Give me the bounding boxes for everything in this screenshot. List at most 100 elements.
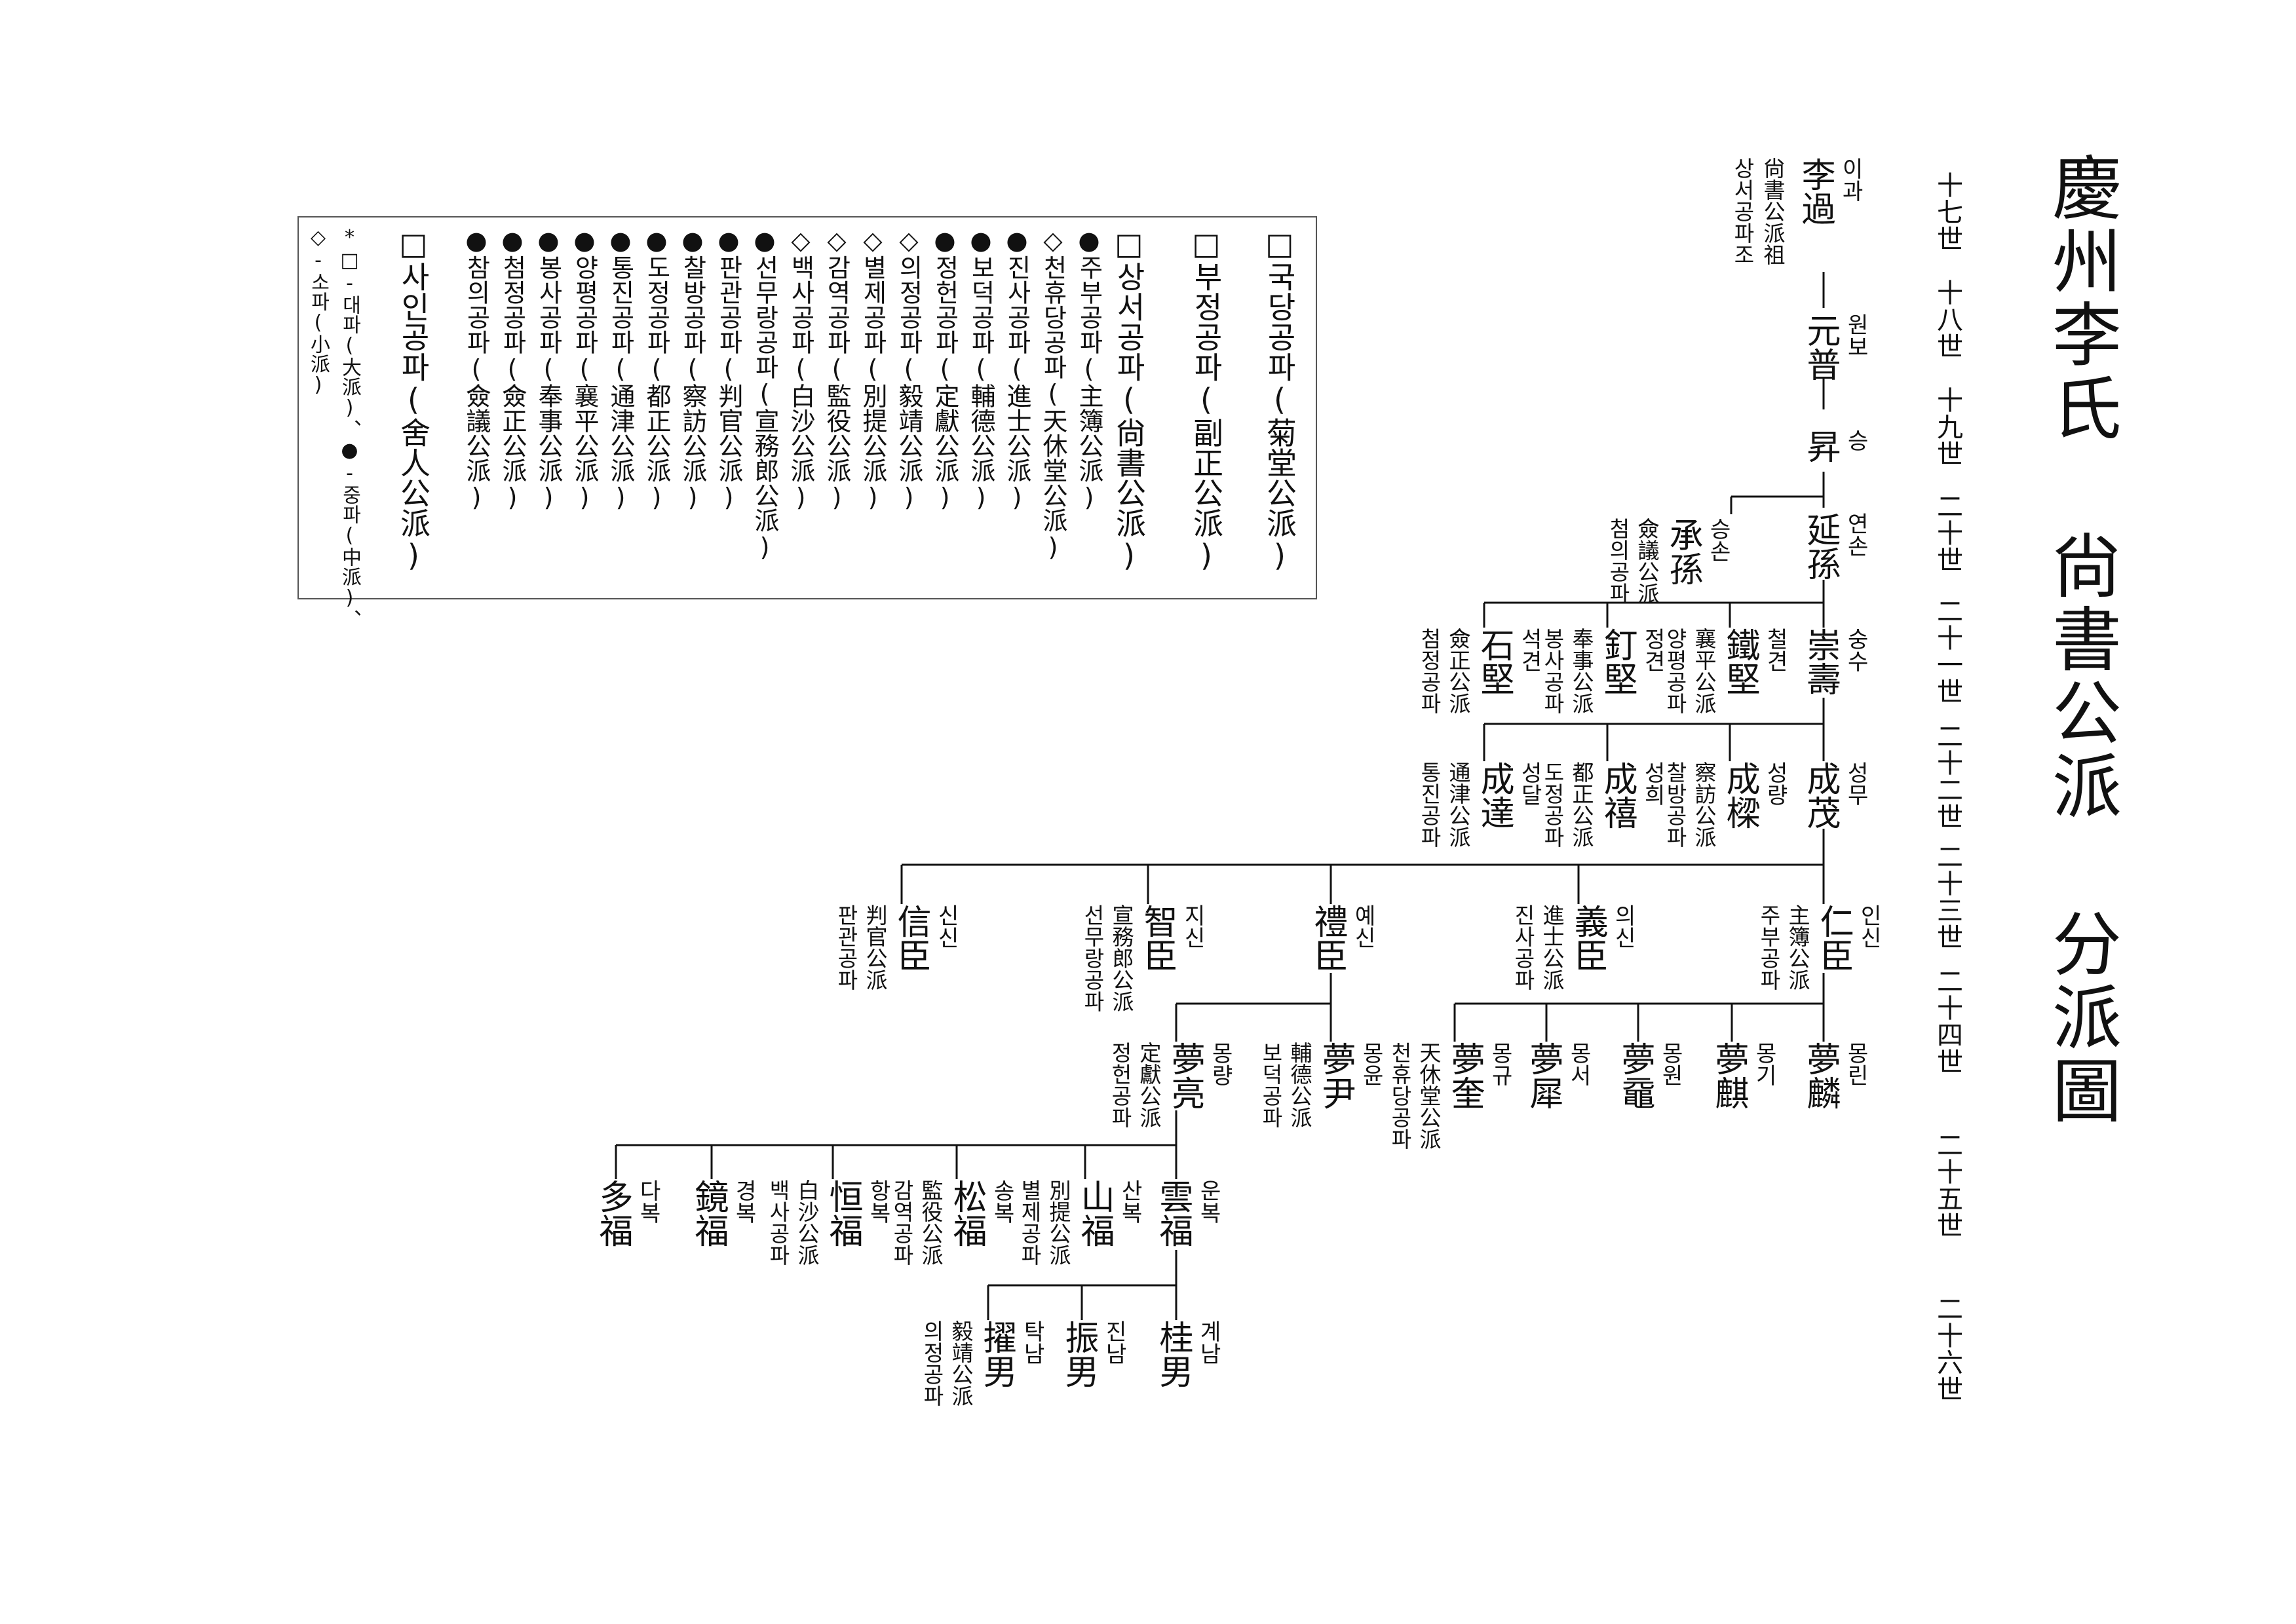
person-name-hanja: 元普 bbox=[1801, 313, 1840, 381]
person-name-korean: 몽기 bbox=[1751, 1042, 1778, 1086]
branch-name-hanja: 通津公派 bbox=[1445, 761, 1471, 848]
legend-note-1: *□-대파(大派)、●-중파(中派)、 bbox=[338, 226, 361, 629]
legend-note-2: ◇-소파(小派) bbox=[307, 226, 330, 396]
person-name-hanja: 夢麟 bbox=[1801, 1042, 1840, 1110]
person-name-korean: 성량 bbox=[1762, 761, 1789, 806]
person-name-korean: 몽서 bbox=[1565, 1042, 1592, 1086]
person-jisin: 선무랑공파 宣務郎公派 智臣 지신 bbox=[1080, 904, 1206, 1012]
person-name-korean: 운복 bbox=[1195, 1179, 1222, 1224]
person-sanbok: 별제공파 別提公派 山福 산복 bbox=[1016, 1179, 1143, 1266]
person-name-hanja: 振男 bbox=[1059, 1320, 1098, 1388]
person-monggyu: 천휴당공파 天休堂公派 夢奎 몽규 bbox=[1387, 1042, 1513, 1150]
branch-name-korean: 첨의공파 bbox=[1605, 518, 1631, 604]
generation-22: 二十二世 bbox=[1932, 723, 1962, 830]
person-name-hanja: 義臣 bbox=[1568, 904, 1608, 972]
branch-name-korean: 첨정공파 bbox=[1416, 628, 1442, 714]
generation-18: 十八世 bbox=[1932, 279, 1962, 360]
person-seongryang: 찰방공파 察訪公派 成樑 성량 bbox=[1662, 761, 1789, 848]
generation-21: 二十一世 bbox=[1932, 597, 1962, 705]
person-gyeongbok: 鏡福 경복 bbox=[689, 1179, 757, 1247]
legend-item: ●양평공파(襄平公派) bbox=[570, 226, 599, 512]
branch-name-hanja: 毅靖公派 bbox=[948, 1320, 974, 1407]
branch-name-hanja: 輔德公派 bbox=[1287, 1042, 1312, 1128]
branch-name-hanja: 都正公派 bbox=[1569, 761, 1594, 848]
person-seungson: 첨의공파 僉議公派 承孫 승손 bbox=[1605, 518, 1732, 604]
legend-item: ●정헌공파(定獻公派) bbox=[930, 226, 959, 512]
legend-item: ●진사공파(進士公派) bbox=[1003, 226, 1031, 512]
person-name-korean: 다복 bbox=[635, 1179, 662, 1224]
person-name-hanja: 信臣 bbox=[891, 904, 931, 972]
legend-item: ◇천휴당공파(天休堂公派) bbox=[1039, 226, 1067, 561]
person-songbok: 감역공파 監役公派 松福 송복 bbox=[889, 1179, 1015, 1266]
legend-item: ●찰방공파(察訪公派) bbox=[678, 226, 707, 512]
legend-item: ●통진공파(通津公派) bbox=[606, 226, 635, 512]
branch-name-korean: 찰방공파 bbox=[1662, 761, 1688, 848]
person-name-hanja: 恒福 bbox=[823, 1179, 863, 1247]
branch-name-hanja: 僉議公派 bbox=[1634, 518, 1660, 604]
person-gyenam: 桂男 계남 bbox=[1153, 1320, 1222, 1388]
branch-name-korean: 판관공파 bbox=[833, 904, 859, 991]
person-name-korean: 계남 bbox=[1195, 1320, 1222, 1365]
branch-name-korean: 주부공파 bbox=[1755, 904, 1782, 991]
person-name-korean: 항복 bbox=[865, 1179, 892, 1224]
branch-name-korean: 의정공파 bbox=[919, 1320, 945, 1407]
legend-item: ●첨정공파(僉正公派) bbox=[498, 226, 527, 512]
person-name-korean: 진남 bbox=[1101, 1320, 1128, 1365]
legend-item: ◇백사공파(白沙公派) bbox=[786, 226, 815, 512]
legend-item: ◇의정공파(毅靖公派) bbox=[894, 226, 923, 512]
branch-name-hanja: 主簿公派 bbox=[1785, 904, 1810, 991]
generation-17: 十七世 bbox=[1932, 172, 1962, 252]
person-name-korean: 원보 bbox=[1843, 313, 1869, 358]
person-name-korean: 인신 bbox=[1856, 904, 1883, 949]
person-name-korean: 성무 bbox=[1843, 761, 1869, 806]
person-name-hanja: 夢亮 bbox=[1165, 1042, 1205, 1110]
person-sungsu: 崇壽 숭수 bbox=[1801, 628, 1869, 696]
person-name-korean: 숭수 bbox=[1843, 628, 1869, 672]
person-name-korean: 지신 bbox=[1179, 904, 1206, 949]
person-seokgyeon: 첨정공파 僉正公派 石堅 석견 bbox=[1416, 628, 1542, 714]
person-insin: 주부공파 主簿公派 仁臣 인신 bbox=[1755, 904, 1883, 991]
person-yesin: 禮臣 예신 bbox=[1308, 904, 1377, 972]
legend-item: ●봉사공파(奉事公派) bbox=[534, 226, 563, 512]
founder-li-gwa: 상서공파조 尙書公派祖 李過 이과 bbox=[1730, 157, 1864, 265]
person-name-korean: 예신 bbox=[1350, 904, 1377, 949]
generation-20: 二十世 bbox=[1932, 493, 1962, 573]
person-name-korean: 경복 bbox=[731, 1179, 757, 1224]
person-hangbok: 백사공파 白沙公派 恒福 항복 bbox=[765, 1179, 892, 1266]
person-name-hanja: 鐵堅 bbox=[1720, 628, 1760, 696]
person-name-korean: 성달 bbox=[1516, 761, 1543, 806]
legend-box bbox=[297, 216, 1317, 599]
person-name-hanja: 擢男 bbox=[977, 1320, 1017, 1388]
branch-name-korean: 봉사공파 bbox=[1539, 628, 1565, 714]
branch-name-korean: 진사공파 bbox=[1510, 904, 1536, 991]
person-name-hanja: 夢尹 bbox=[1316, 1042, 1356, 1110]
legend-item: ●보덕공파(輔德公派) bbox=[966, 226, 995, 512]
person-seung: 昇 승 bbox=[1801, 429, 1869, 463]
page-title: 慶州李氏 尙書公派 分派圖 bbox=[2040, 152, 2121, 1128]
person-name-hanja: 松福 bbox=[947, 1179, 987, 1247]
person-name-hanja: 桂男 bbox=[1153, 1320, 1193, 1388]
person-name-hanja: 夢奎 bbox=[1445, 1042, 1485, 1110]
branch-name-korean: 감역공파 bbox=[889, 1179, 915, 1266]
legend-item: ◇별제공파(別提公派) bbox=[858, 226, 887, 512]
branch-name-hanja: 襄平公派 bbox=[1691, 628, 1717, 714]
branch-name-korean: 도정공파 bbox=[1539, 761, 1565, 848]
person-name-korean: 의신 bbox=[1610, 904, 1637, 949]
branch-name-hanja: 定獻公派 bbox=[1136, 1042, 1162, 1128]
branch-name-hanja: 別提公派 bbox=[1046, 1179, 1071, 1266]
person-dabok: 多福 다복 bbox=[593, 1179, 662, 1247]
legend-item: □상서공파(尙書公派) bbox=[1111, 226, 1147, 573]
person-jinnam: 振男 진남 bbox=[1059, 1320, 1128, 1388]
person-yeonson: 延孫 연손 bbox=[1801, 512, 1869, 580]
legend-item: ◇감역공파(監役公派) bbox=[822, 226, 851, 512]
person-name-korean: 이과 bbox=[1837, 157, 1864, 202]
legend-item: □부정공파(副正公派) bbox=[1189, 226, 1224, 573]
person-name-hanja: 夢黿 bbox=[1615, 1042, 1655, 1110]
person-name-korean: 승손 bbox=[1705, 518, 1732, 562]
branch-name-korean: 별제공파 bbox=[1016, 1179, 1043, 1266]
person-name-hanja: 鏡福 bbox=[689, 1179, 728, 1247]
person-name-hanja: 夢麒 bbox=[1709, 1042, 1748, 1110]
person-name-hanja: 李過 bbox=[1795, 157, 1835, 225]
generation-24: 二十四世 bbox=[1932, 968, 1962, 1075]
person-jeonggyeon: 봉사공파 奉事公派 釘堅 정견 bbox=[1539, 628, 1666, 714]
